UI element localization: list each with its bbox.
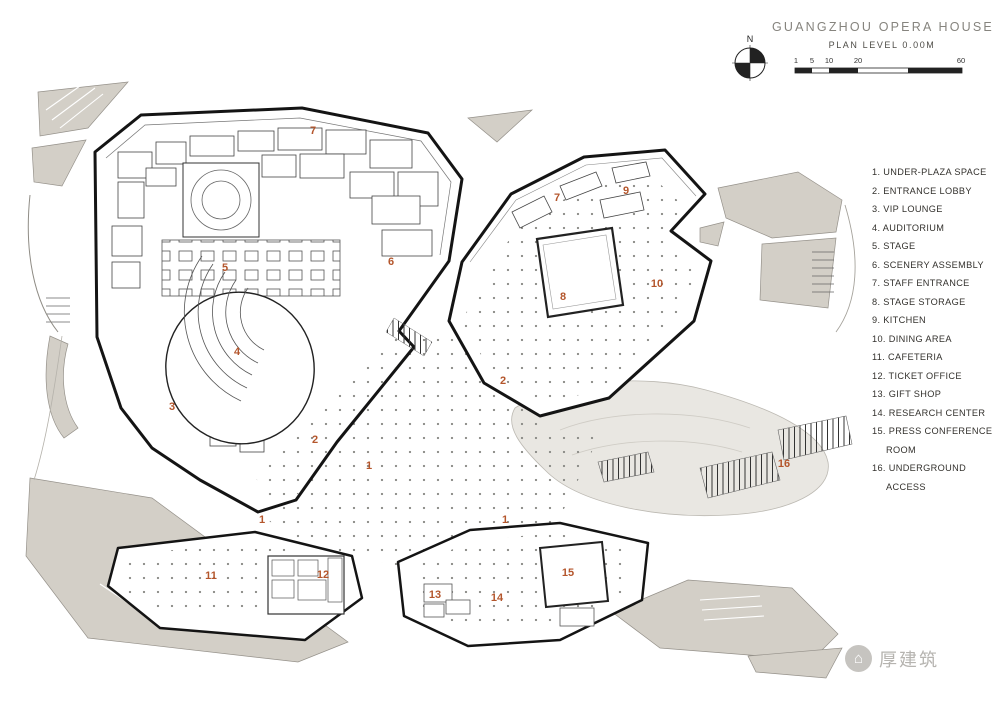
main-building [93,106,464,514]
plan-label: 2 [311,434,319,446]
legend-item: 2. ENTRANCE LOBBY [872,185,972,196]
plan-label: 15 [561,567,575,579]
plan-label: 5 [221,262,229,274]
legend-item: 14. RESEARCH CENTER [872,407,986,418]
legend-item: 9. KITCHEN [872,315,927,325]
legend-item: 8. STAGE STORAGE [872,296,966,307]
watermark: ⌂ 厚建筑 [845,645,939,672]
legend-item: 10. DINING AREA [872,333,952,344]
plan-label: 2 [499,375,507,387]
legend-item: 3. VIP LOUNGE [872,204,943,214]
plan-label: 7 [553,192,561,204]
underground-access-stairs [597,415,853,499]
plan-label: 12 [316,569,330,581]
scale-tick: 10 [825,56,833,65]
legend-item: 15. PRESS CONFERENCE ROOM [872,426,993,455]
plan-label: 7 [309,125,317,137]
cafeteria-building [106,530,364,642]
plan-label: 16 [777,458,791,470]
site-boundary-lines [27,194,856,481]
plan-label: 1 [258,514,266,526]
plan-label: 4 [233,346,241,358]
legend-item: 5. STAGE [872,241,916,251]
sheet-header: GUANGZHOU OPERA HOUSE PLAN LEVEL 0.00M [772,20,992,50]
plan-label: 6 [387,256,395,268]
plan-label: 8 [559,291,567,303]
legend-item: 11. CAFETERIA [872,352,943,362]
research-building [396,521,650,648]
north-label: N [747,34,754,44]
scale-tick: 5 [810,56,814,65]
legend: 1. UNDER-PLAZA SPACE 2. ENTRANCE LOBBY 3… [872,163,997,496]
scale-tick: 60 [957,56,965,65]
plan-label: 13 [428,589,442,601]
watermark-text: 厚建筑 [879,649,939,671]
legend-item: 7. STAFF ENTRANCE [872,278,970,288]
legend-item: 16. UNDERGROUND ACCESS [872,463,967,492]
legend-item: 13. GIFT SHOP [872,389,942,399]
landscape-ladders [46,251,834,323]
sheet-subtitle: PLAN LEVEL 0.00M [828,40,936,50]
sheet-title: GUANGZHOU OPERA HOUSE [772,20,994,34]
legend-item: 4. AUDITORIUM [872,222,945,233]
scale-tick: 1 [794,56,798,65]
right-building [447,148,713,418]
legend-item: 1. UNDER-PLAZA SPACE [872,167,987,177]
scale-bar: 1 5 10 20 60 [794,56,965,74]
north-arrow-icon: N [732,34,768,81]
plan-label: 11 [205,570,217,582]
plan-label: 1 [365,460,373,472]
plan-label: 9 [622,185,630,197]
scale-tick: 20 [854,56,862,65]
plan-label: 14 [490,592,504,604]
plan-label: 3 [168,401,176,413]
legend-item: 12. TICKET OFFICE [872,370,962,381]
plan-label: 1 [501,514,509,526]
plan-label: 10 [650,278,664,290]
watermark-logo-icon: ⌂ [845,645,872,672]
legend-item: 6. SCENERY ASSEMBLY [872,259,984,270]
